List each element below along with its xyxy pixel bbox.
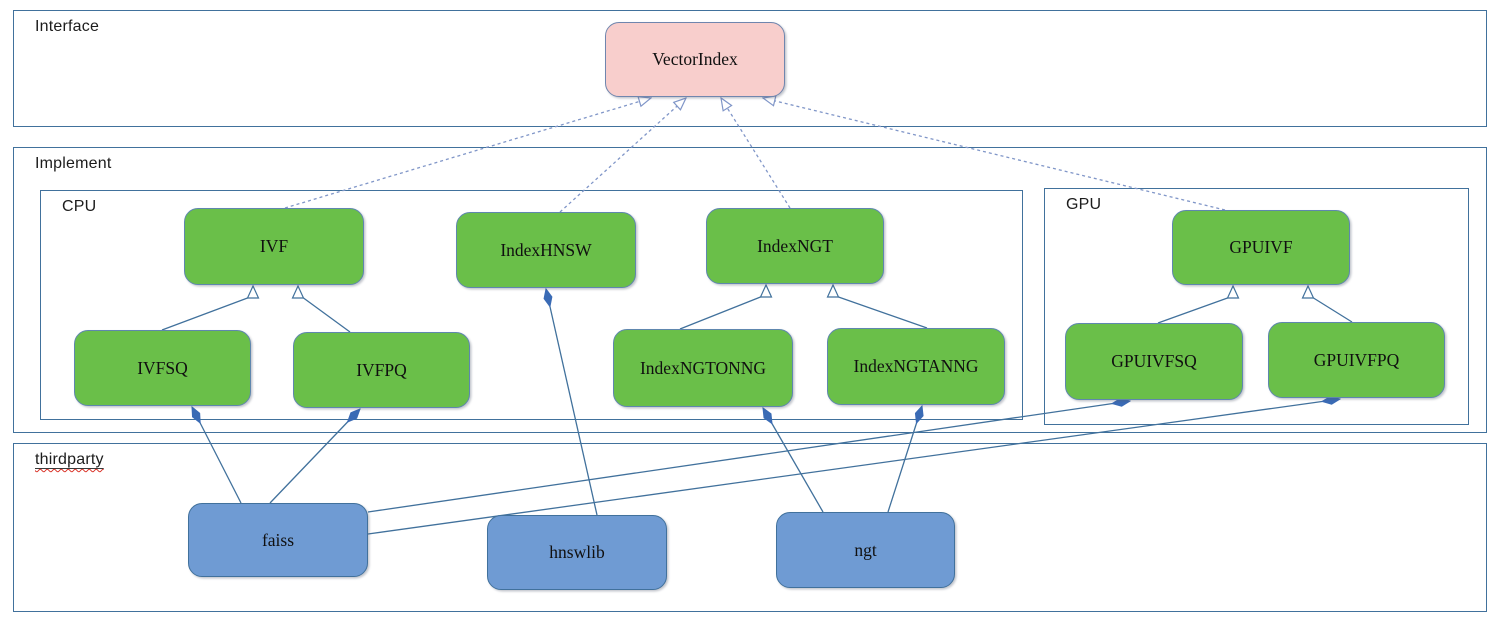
container-implement-label: Implement — [35, 155, 112, 172]
container-cpu-label: CPU — [62, 198, 97, 215]
node-indexngt[interactable]: IndexNGT — [706, 208, 884, 284]
node-faiss[interactable]: faiss — [188, 503, 368, 577]
node-indexngtonng[interactable]: IndexNGTONNG — [613, 329, 793, 407]
node-label: IVF — [259, 236, 289, 256]
node-indexhnsw[interactable]: IndexHNSW — [456, 212, 636, 288]
node-label: IVFPQ — [356, 359, 407, 380]
node-label: GPUIVFSQ — [1111, 351, 1197, 371]
node-label: faiss — [261, 529, 295, 550]
container-gpu-label: GPU — [1066, 196, 1102, 213]
container-thirdparty-text: thirdparty — [35, 451, 104, 468]
node-hnswlib[interactable]: hnswlib — [487, 515, 667, 590]
container-thirdparty-label: thirdparty — [35, 451, 104, 469]
node-label: IndexNGTANNG — [853, 356, 979, 376]
node-label: GPUIVFPQ — [1313, 349, 1400, 370]
node-indexngtanng[interactable]: IndexNGTANNG — [827, 328, 1005, 405]
node-label: ngt — [854, 539, 877, 560]
node-ivfpq[interactable]: IVFPQ — [293, 332, 470, 408]
node-gpuivf[interactable]: GPUIVF — [1172, 210, 1350, 285]
node-gpuivfsq[interactable]: GPUIVFSQ — [1065, 323, 1243, 400]
node-label: IVFSQ — [137, 357, 188, 378]
node-label: VectorIndex — [652, 49, 738, 69]
node-label: IndexHNSW — [500, 239, 592, 260]
container-interface-label: Interface — [35, 18, 100, 35]
node-ngt[interactable]: ngt — [776, 512, 955, 588]
node-label: IndexNGT — [757, 235, 833, 256]
node-vectorindex[interactable]: VectorIndex — [605, 22, 785, 97]
node-label: GPUIVF — [1229, 237, 1293, 257]
node-label: IndexNGTONNG — [639, 357, 767, 378]
node-ivfsq[interactable]: IVFSQ — [74, 330, 251, 406]
node-ivf[interactable]: IVF — [184, 208, 364, 285]
node-label: hnswlib — [549, 542, 605, 562]
node-gpuivfpq[interactable]: GPUIVFPQ — [1268, 322, 1445, 398]
